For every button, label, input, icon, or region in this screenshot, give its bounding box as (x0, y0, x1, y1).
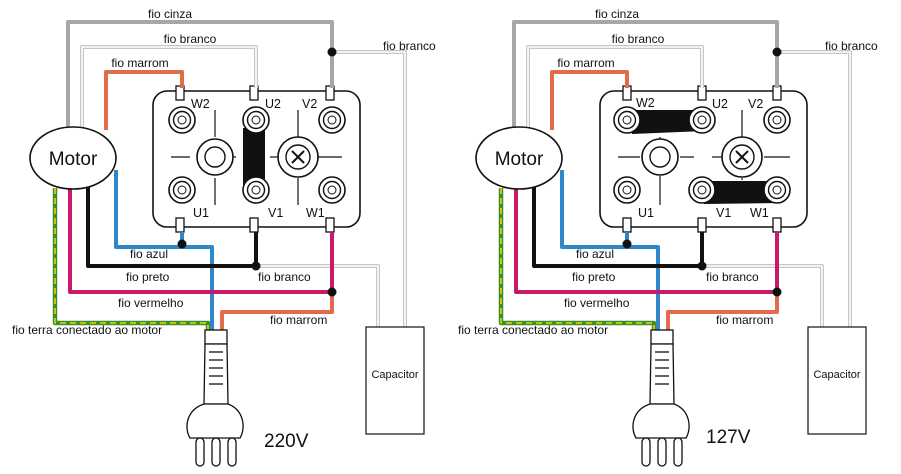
label-w1: W1 (306, 206, 325, 220)
wire-brown-top (104, 70, 184, 130)
label-fio-marrom-bottom: fio marrom (270, 313, 327, 327)
label-w2: W2 (636, 96, 655, 110)
label-fio-branco-right: fio branco (383, 39, 436, 53)
label-fio-preto: fio preto (126, 270, 170, 284)
terminal-w1 (318, 176, 346, 204)
label-fio-marrom-bottom: fio marrom (716, 313, 773, 327)
label-fio-vermelho: fio vermelho (118, 296, 184, 310)
label-u1: U1 (638, 206, 654, 220)
label-fio-terra: fio terra conectado ao motor (458, 323, 608, 337)
label-fio-azul: fio azul (130, 247, 168, 261)
plug (632, 329, 690, 467)
label-v2: V2 (748, 97, 763, 111)
wire-brown-bottom (666, 292, 779, 330)
wire-black (86, 178, 256, 268)
label-fio-branco-mid: fio branco (706, 270, 759, 284)
label-fio-branco-mid: fio branco (258, 270, 311, 284)
terminal-w1 (763, 176, 791, 204)
voltage-label: 220V (264, 431, 309, 452)
label-v1: V1 (268, 206, 283, 220)
label-w1: W1 (750, 206, 769, 220)
label-fio-branco-top: fio branco (612, 32, 665, 46)
jumper-bar (243, 128, 265, 185)
terminal-v2 (318, 106, 346, 134)
motor-circle (475, 126, 563, 190)
terminal-u1 (613, 176, 641, 204)
label-fio-cinza: fio cinza (595, 7, 639, 21)
label-fio-preto: fio preto (572, 270, 616, 284)
voltage-label: 127V (706, 427, 751, 448)
wire-red (68, 188, 334, 294)
capacitor (807, 326, 867, 435)
label-w2: W2 (191, 97, 210, 111)
motor-circle (29, 126, 117, 190)
capacitor (365, 326, 425, 435)
label-fio-vermelho: fio vermelho (564, 296, 630, 310)
terminal-v1 (688, 176, 716, 204)
wire-blue (560, 170, 660, 330)
diagram-220v: W2 U2 V2 U1 V1 W1 (12, 7, 436, 467)
motor-label: Motor (495, 149, 544, 170)
label-v1: V1 (716, 206, 731, 220)
terminal-u1 (168, 176, 196, 204)
jumper-bar-top (632, 110, 704, 134)
label-fio-branco-right: fio branco (825, 39, 878, 53)
label-u2: U2 (265, 97, 281, 111)
wire-red (514, 188, 779, 294)
terminal-v2 (763, 106, 791, 134)
label-fio-marrom-top: fio marrom (111, 56, 168, 70)
label-fio-azul: fio azul (576, 247, 614, 261)
label-fio-terra: fio terra conectado ao motor (12, 323, 162, 337)
label-v2: V2 (302, 97, 317, 111)
label-u1: U1 (193, 206, 209, 220)
label-fio-cinza: fio cinza (148, 7, 192, 21)
diagram-127v: W2 U2 V2 U1 V1 W1 Motor (458, 7, 878, 467)
wire-brown-bottom (220, 292, 334, 330)
wire-black (532, 178, 702, 268)
label-u2: U2 (712, 97, 728, 111)
wire-brown-top (550, 70, 629, 130)
label-fio-branco-top: fio branco (164, 32, 217, 46)
terminal-w2 (613, 106, 641, 134)
jumper-bar-bottom (704, 181, 781, 204)
terminal-v1 (242, 176, 270, 204)
capacitor-label: Capacitor (371, 369, 418, 381)
label-fio-marrom-top: fio marrom (557, 56, 614, 70)
plug (186, 329, 244, 467)
motor-label: Motor (49, 149, 98, 170)
capacitor-label: Capacitor (813, 369, 860, 381)
wire-blue (114, 170, 214, 330)
